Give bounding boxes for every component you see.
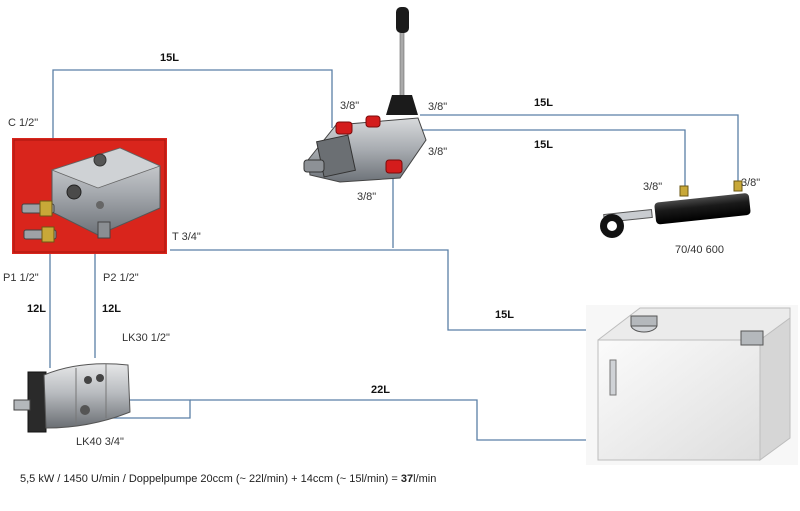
label-cylinder-right-port: 3/8" — [741, 177, 761, 189]
power-formula: 5,5 kW / 1450 U/min / Doppelpumpe 20ccm … — [20, 473, 436, 485]
label-control-a: 3/8" — [428, 101, 448, 113]
double-pump — [13, 363, 131, 433]
formula-text: 5,5 kW / 1450 U/min / Doppelpumpe 20ccm … — [20, 473, 401, 485]
hydraulic-cylinder — [600, 180, 751, 238]
label-control-b: 3/8" — [428, 146, 448, 158]
formula-total: 37 — [400, 473, 414, 485]
priority-valve — [12, 138, 167, 254]
label-control-in: 3/8" — [340, 100, 360, 112]
flow-cylinder-a: 15L — [534, 97, 553, 109]
label-valve-c: C 1/2" — [8, 117, 39, 129]
flow-top: 15L — [160, 52, 179, 64]
label-valve-p2: P2 1/2" — [103, 272, 139, 284]
flow-tank-return: 15L — [495, 309, 514, 321]
label-control-t: 3/8" — [357, 191, 377, 203]
line-control-a-to-cylinder — [420, 114, 739, 182]
line-valve-c-to-control — [52, 69, 333, 138]
line-pump-outlet — [95, 399, 191, 419]
line-valve-t-to-tank — [170, 249, 632, 331]
label-cylinder: 70/40 600 — [675, 244, 724, 256]
flow-p2: 12L — [102, 303, 121, 315]
formula-unit: l/min — [413, 473, 437, 485]
flow-cylinder-b: 15L — [534, 139, 553, 151]
control-valve — [303, 7, 427, 183]
label-cylinder-left-port: 3/8" — [643, 181, 663, 193]
label-valve-t: T 3/4" — [172, 231, 201, 243]
label-valve-p1: P1 1/2" — [3, 272, 39, 284]
flow-suction: 22L — [371, 384, 390, 396]
line-control-b-to-cylinder — [420, 129, 686, 188]
label-pump-lk30: LK30 1/2" — [122, 332, 170, 344]
label-pump-lk40: LK40 3/4" — [76, 436, 124, 448]
oil-tank — [586, 305, 798, 465]
flow-p1: 12L — [27, 303, 46, 315]
